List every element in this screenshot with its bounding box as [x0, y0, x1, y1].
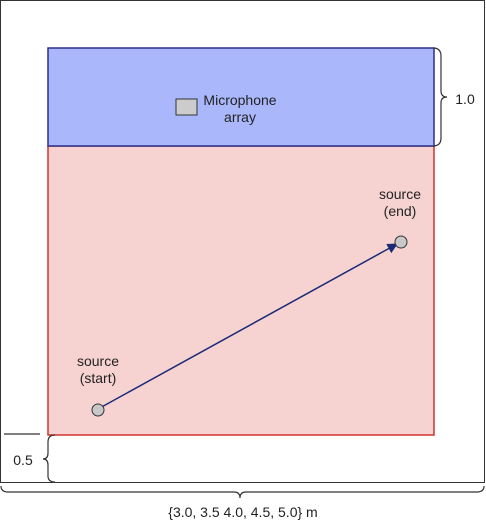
source-end-label-line1: source — [378, 186, 422, 202]
offset-brace-curve — [42, 434, 56, 483]
microphone-array-area — [47, 47, 435, 147]
source-start-point — [91, 403, 105, 417]
source-trajectory-arrow — [97, 243, 398, 410]
microphone-array-label-line2: array — [224, 109, 256, 125]
source-end-point — [394, 235, 408, 249]
outer-frame — [0, 0, 485, 483]
array-depth-label: 1.0 — [455, 91, 475, 107]
microphone-array-label: Microphone array — [200, 92, 280, 126]
width-brace — [0, 485, 485, 499]
source-end-label: source (end) — [365, 186, 435, 220]
source-start-label-line2: (start) — [79, 370, 117, 386]
source-end-label-line2: (end) — [383, 203, 417, 219]
microphone-array-icon — [175, 98, 198, 116]
microphone-array-label-line1: Microphone — [203, 92, 277, 108]
source-start-label-line1: source — [76, 353, 120, 369]
offset-label: 0.5 — [13, 452, 33, 468]
width-label: {3.0, 3.5 4.0, 4.5, 5.0} m — [168, 504, 318, 520]
array-depth-brace — [432, 47, 448, 147]
source-start-label: source (start) — [63, 353, 133, 387]
